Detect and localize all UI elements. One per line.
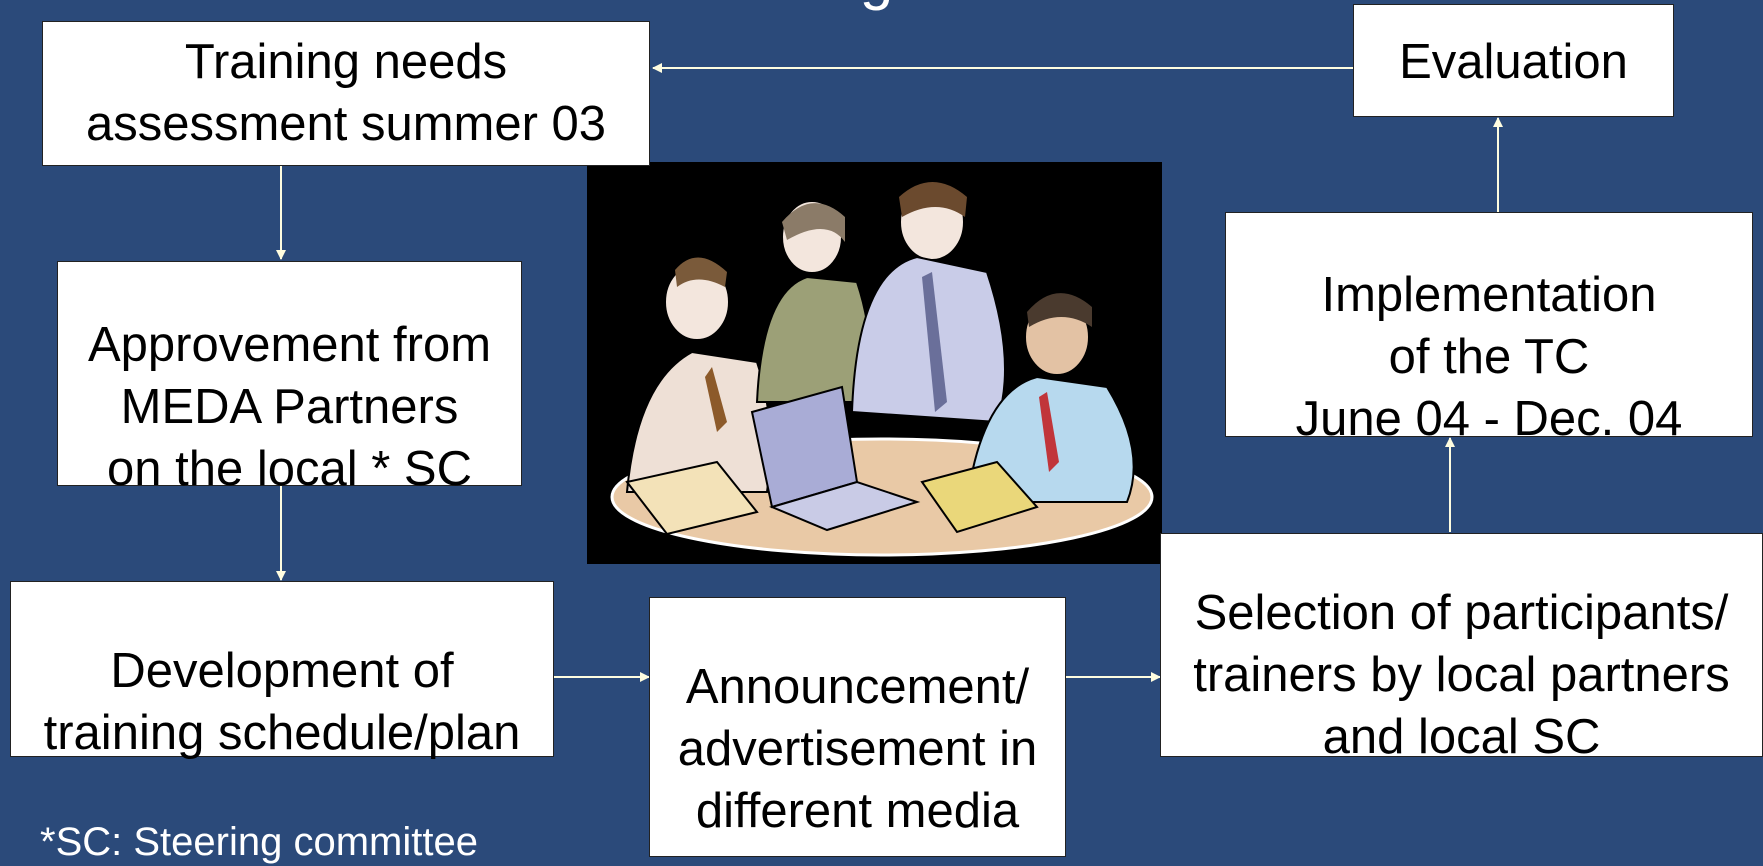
approvement-box: Approvement from MEDA Partners on the lo… bbox=[57, 261, 522, 496]
announcement-label: Announcement/ advertisement in different… bbox=[677, 660, 1038, 838]
slide-title: Program bbox=[0, 0, 1763, 18]
training-needs-box: Training needs assessment summer 03 bbox=[42, 21, 650, 166]
selection-box: Selection of participants/ trainers by l… bbox=[1160, 533, 1763, 764]
footnote: *SC: Steering committee bbox=[40, 820, 478, 864]
flow-arrows bbox=[276, 63, 1503, 682]
training-needs-label: Training needs assessment summer 03 bbox=[85, 35, 607, 151]
development-label: Development of training schedule/plan bbox=[43, 644, 521, 760]
approvement-label: Approvement from MEDA Partners on the lo… bbox=[87, 318, 492, 496]
team-meeting-clipart bbox=[587, 162, 1162, 564]
evaluation-box: Evaluation bbox=[1353, 4, 1674, 117]
evaluation-label: Evaluation bbox=[1399, 35, 1628, 89]
implementation-label: Implementation of the TC June 04 - Dec. … bbox=[1295, 268, 1683, 446]
announcement-box: Announcement/ advertisement in different… bbox=[649, 597, 1066, 857]
implementation-box: Implementation of the TC June 04 - Dec. … bbox=[1225, 212, 1753, 446]
development-box: Development of training schedule/plan bbox=[10, 581, 554, 760]
selection-label: Selection of participants/ trainers by l… bbox=[1193, 586, 1730, 764]
